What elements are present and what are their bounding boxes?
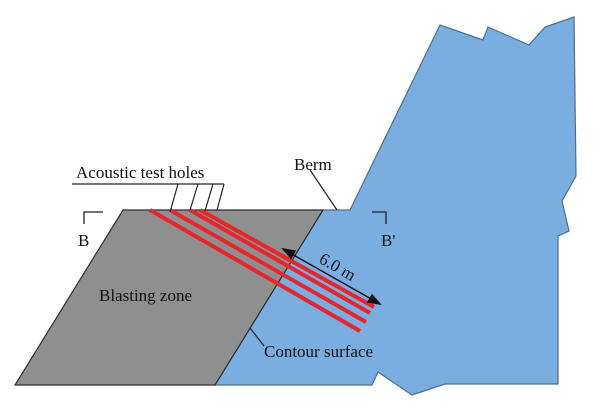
label-contour-surface: Contour surface: [264, 342, 373, 361]
test-holes: [149, 208, 375, 333]
berm-leader: [309, 169, 338, 211]
section-marker-b: [83, 211, 103, 224]
rock-mass: [213, 16, 577, 396]
test-hole: [189, 208, 371, 315]
section-marker-b-prime: [372, 211, 387, 224]
distance-arrow: [281, 247, 382, 306]
label-blasting-zone: Blasting zone: [99, 286, 192, 305]
label-b-prime: B': [381, 231, 395, 250]
test-hole: [149, 208, 361, 333]
contour-leader: [249, 327, 265, 347]
test-hole: [199, 208, 375, 309]
label-b: B: [78, 231, 89, 250]
label-berm: Berm: [294, 155, 332, 174]
acoustic-leader: [72, 183, 225, 213]
test-hole: [169, 208, 367, 324]
label-acoustic-test-holes: Acoustic test holes: [76, 163, 204, 182]
